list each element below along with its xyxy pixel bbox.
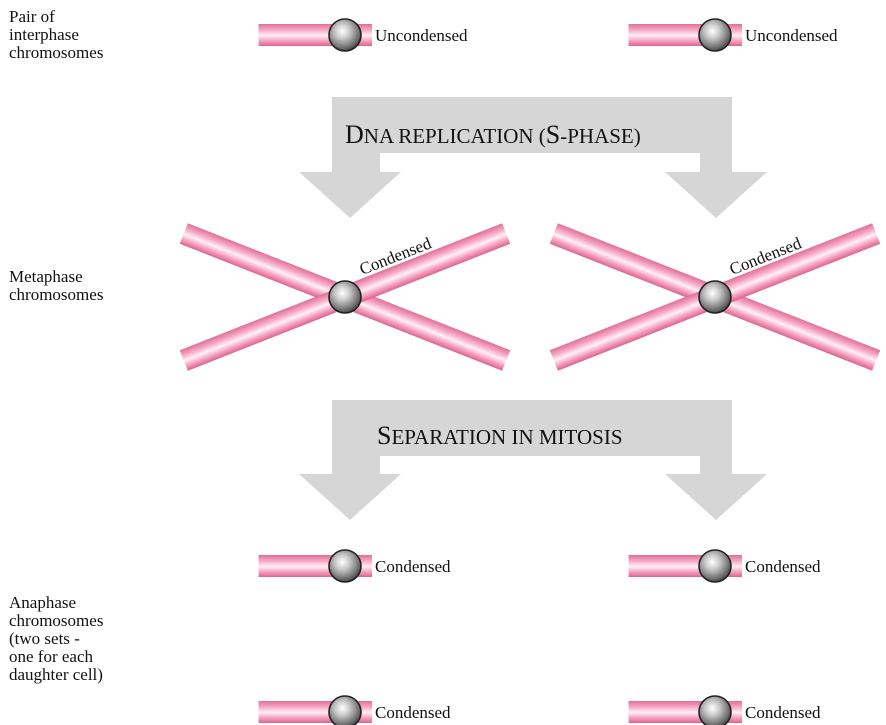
anaphase-chromosome-right-1: Condensed — [628, 549, 872, 583]
replication-step-title: DNA REPLICATION (S-PHASE) — [345, 120, 641, 149]
interphase-chromosome-left: Uncondensed — [258, 18, 502, 52]
interphase-chromosome-label: Uncondensed — [375, 26, 468, 45]
anaphase-chromosome-label: Condensed — [375, 557, 451, 576]
separation-arrow: SEPARATION IN MITOSIS — [299, 400, 767, 520]
anaphase-chromosome-label: Condensed — [745, 557, 821, 576]
separation-step-title: SEPARATION IN MITOSIS — [377, 421, 623, 450]
interphase-chromosome-right: Uncondensed — [628, 18, 872, 52]
interphase-label: Pair of interphase chromosomes — [9, 7, 104, 62]
anaphase-chromosome-right-2: Condensed — [628, 695, 872, 725]
interphase-chromosome-label: Uncondensed — [745, 26, 838, 45]
anaphase-chromosome-label: Condensed — [375, 703, 451, 722]
anaphase-chromosome-left-2: Condensed — [258, 695, 502, 725]
replication-arrow: DNA REPLICATION (S-PHASE) — [299, 97, 767, 218]
anaphase-chromosome-left-1: Condensed — [258, 549, 502, 583]
anaphase-label: Anaphase chromosomes (two sets - one for… — [9, 593, 104, 684]
metaphase-label: Metaphase chromosomes — [9, 267, 104, 304]
metaphase-chromosome-right: Condensed — [549, 223, 881, 371]
metaphase-chromosome-left: Condensed — [179, 223, 511, 371]
anaphase-chromosome-label: Condensed — [745, 703, 821, 722]
